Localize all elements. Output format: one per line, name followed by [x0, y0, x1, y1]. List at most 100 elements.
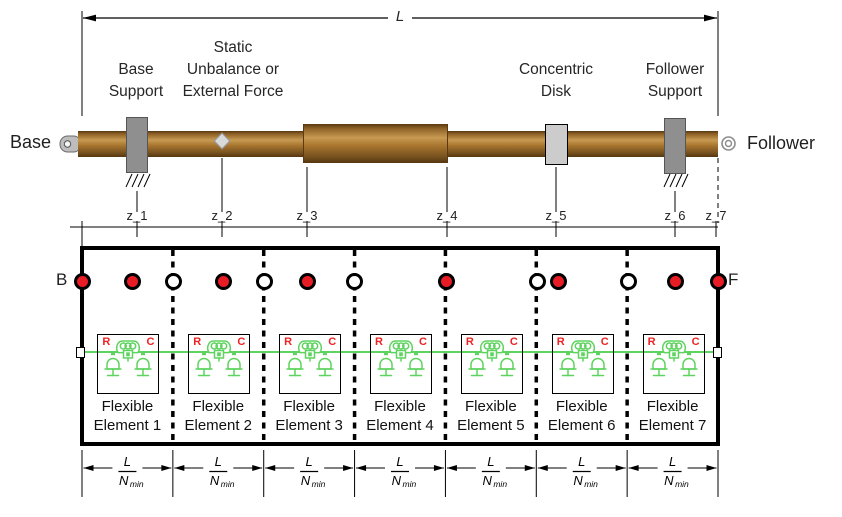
base-end-label: Base	[10, 132, 52, 152]
segment-length-label: L	[487, 454, 494, 469]
port-c-label: C	[146, 336, 155, 348]
segment-length-label: L	[669, 454, 676, 469]
spring-damper-icon	[195, 340, 244, 377]
shaft-thick-section	[303, 124, 448, 163]
node-circle-filled	[123, 272, 141, 290]
segment-length-label: N	[301, 473, 311, 488]
station-label: z_3	[296, 208, 318, 223]
node-circle-open	[345, 272, 363, 290]
segment-length-label: N	[573, 473, 583, 488]
node-circle-filled	[549, 272, 567, 290]
segment-length-label: N	[392, 473, 402, 488]
node-circle-filled	[73, 272, 91, 290]
follower-end-label: Follower	[747, 133, 816, 153]
node-circle-filled	[214, 272, 232, 290]
segment-length-label: min	[130, 479, 144, 489]
node-circle-filled	[437, 272, 455, 290]
spring-damper-icon	[468, 340, 516, 377]
annotation-line: Static	[213, 39, 253, 56]
segment-length-label: L	[215, 454, 222, 469]
annotation-line: Unbalance or	[186, 61, 280, 78]
node-circle-open	[619, 272, 637, 290]
flexible-elements-box	[80, 246, 720, 446]
station-label: z_7	[705, 208, 727, 223]
segment-length-label: min	[493, 479, 507, 489]
segment-length-label: L	[124, 454, 131, 469]
segment-length-label: N	[664, 473, 674, 488]
base-support-block	[126, 117, 148, 173]
segment-length-label: min	[403, 479, 417, 489]
port-r-label: R	[284, 336, 293, 348]
segment-length-label: min	[221, 479, 235, 489]
port-c-label: C	[237, 336, 246, 348]
annotation-line: Concentric	[518, 61, 594, 78]
annotation-concentric-disk: Concentric Disk	[501, 59, 611, 103]
right-flange-connector	[712, 346, 722, 358]
annotation-line: Support	[108, 83, 164, 100]
annotation-base-support: Base Support	[86, 59, 186, 103]
annotation-static-unbalance: Static Unbalance or External Force	[168, 37, 298, 103]
node-circle-filled	[298, 272, 316, 290]
spring-damper-icon	[286, 340, 334, 377]
port-r-label: R	[375, 336, 383, 348]
port-r-label: R	[102, 336, 111, 348]
station-label: z_4	[436, 208, 458, 223]
annotation-line: Follower	[645, 61, 705, 78]
segment-length-label: L	[578, 454, 585, 469]
port-r-label: R	[647, 336, 656, 348]
port-c-label: C	[691, 336, 700, 348]
segment-length-label: L	[306, 454, 313, 469]
segment-length-label: min	[584, 479, 598, 489]
station-label: z_1	[126, 208, 148, 223]
node-circle-open	[528, 272, 546, 290]
segment-length-label: N	[210, 473, 220, 488]
port-r-label: R	[193, 336, 202, 348]
port-c-label: C	[419, 336, 427, 348]
station-label: z_5	[545, 208, 567, 223]
node-circle-filled	[709, 272, 727, 290]
node-circle-filled	[666, 272, 684, 290]
node-circle-open	[255, 272, 273, 290]
annotation-line: Base	[118, 61, 154, 78]
concentric-disk-block	[545, 124, 568, 165]
segment-length-label: min	[675, 479, 689, 489]
segment-length-label: N	[482, 473, 492, 488]
spring-damper-icon	[377, 340, 425, 377]
spring-damper-icon	[558, 340, 607, 377]
segment-length-label: min	[312, 479, 326, 489]
segment-length-label: N	[119, 473, 129, 488]
annotation-line: External Force	[182, 83, 284, 100]
port-r-label: R	[465, 336, 474, 348]
segment-length-label: L	[396, 454, 403, 469]
port-c-label: C	[600, 336, 609, 348]
annotation-line: Support	[647, 83, 703, 100]
spring-damper-icon	[649, 340, 698, 377]
port-b-label: B	[56, 270, 68, 289]
annotation-follower-support: Follower Support	[620, 59, 730, 103]
node-circle-open	[164, 272, 182, 290]
station-label: z_2	[211, 208, 233, 223]
shaft-length-label: L	[388, 8, 412, 26]
port-f-label: F	[728, 270, 739, 289]
port-r-label: R	[556, 336, 565, 348]
port-c-label: C	[509, 336, 518, 348]
left-flange-connector	[75, 346, 85, 358]
annotation-line: Disk	[540, 83, 572, 100]
spring-damper-icon	[104, 340, 153, 377]
